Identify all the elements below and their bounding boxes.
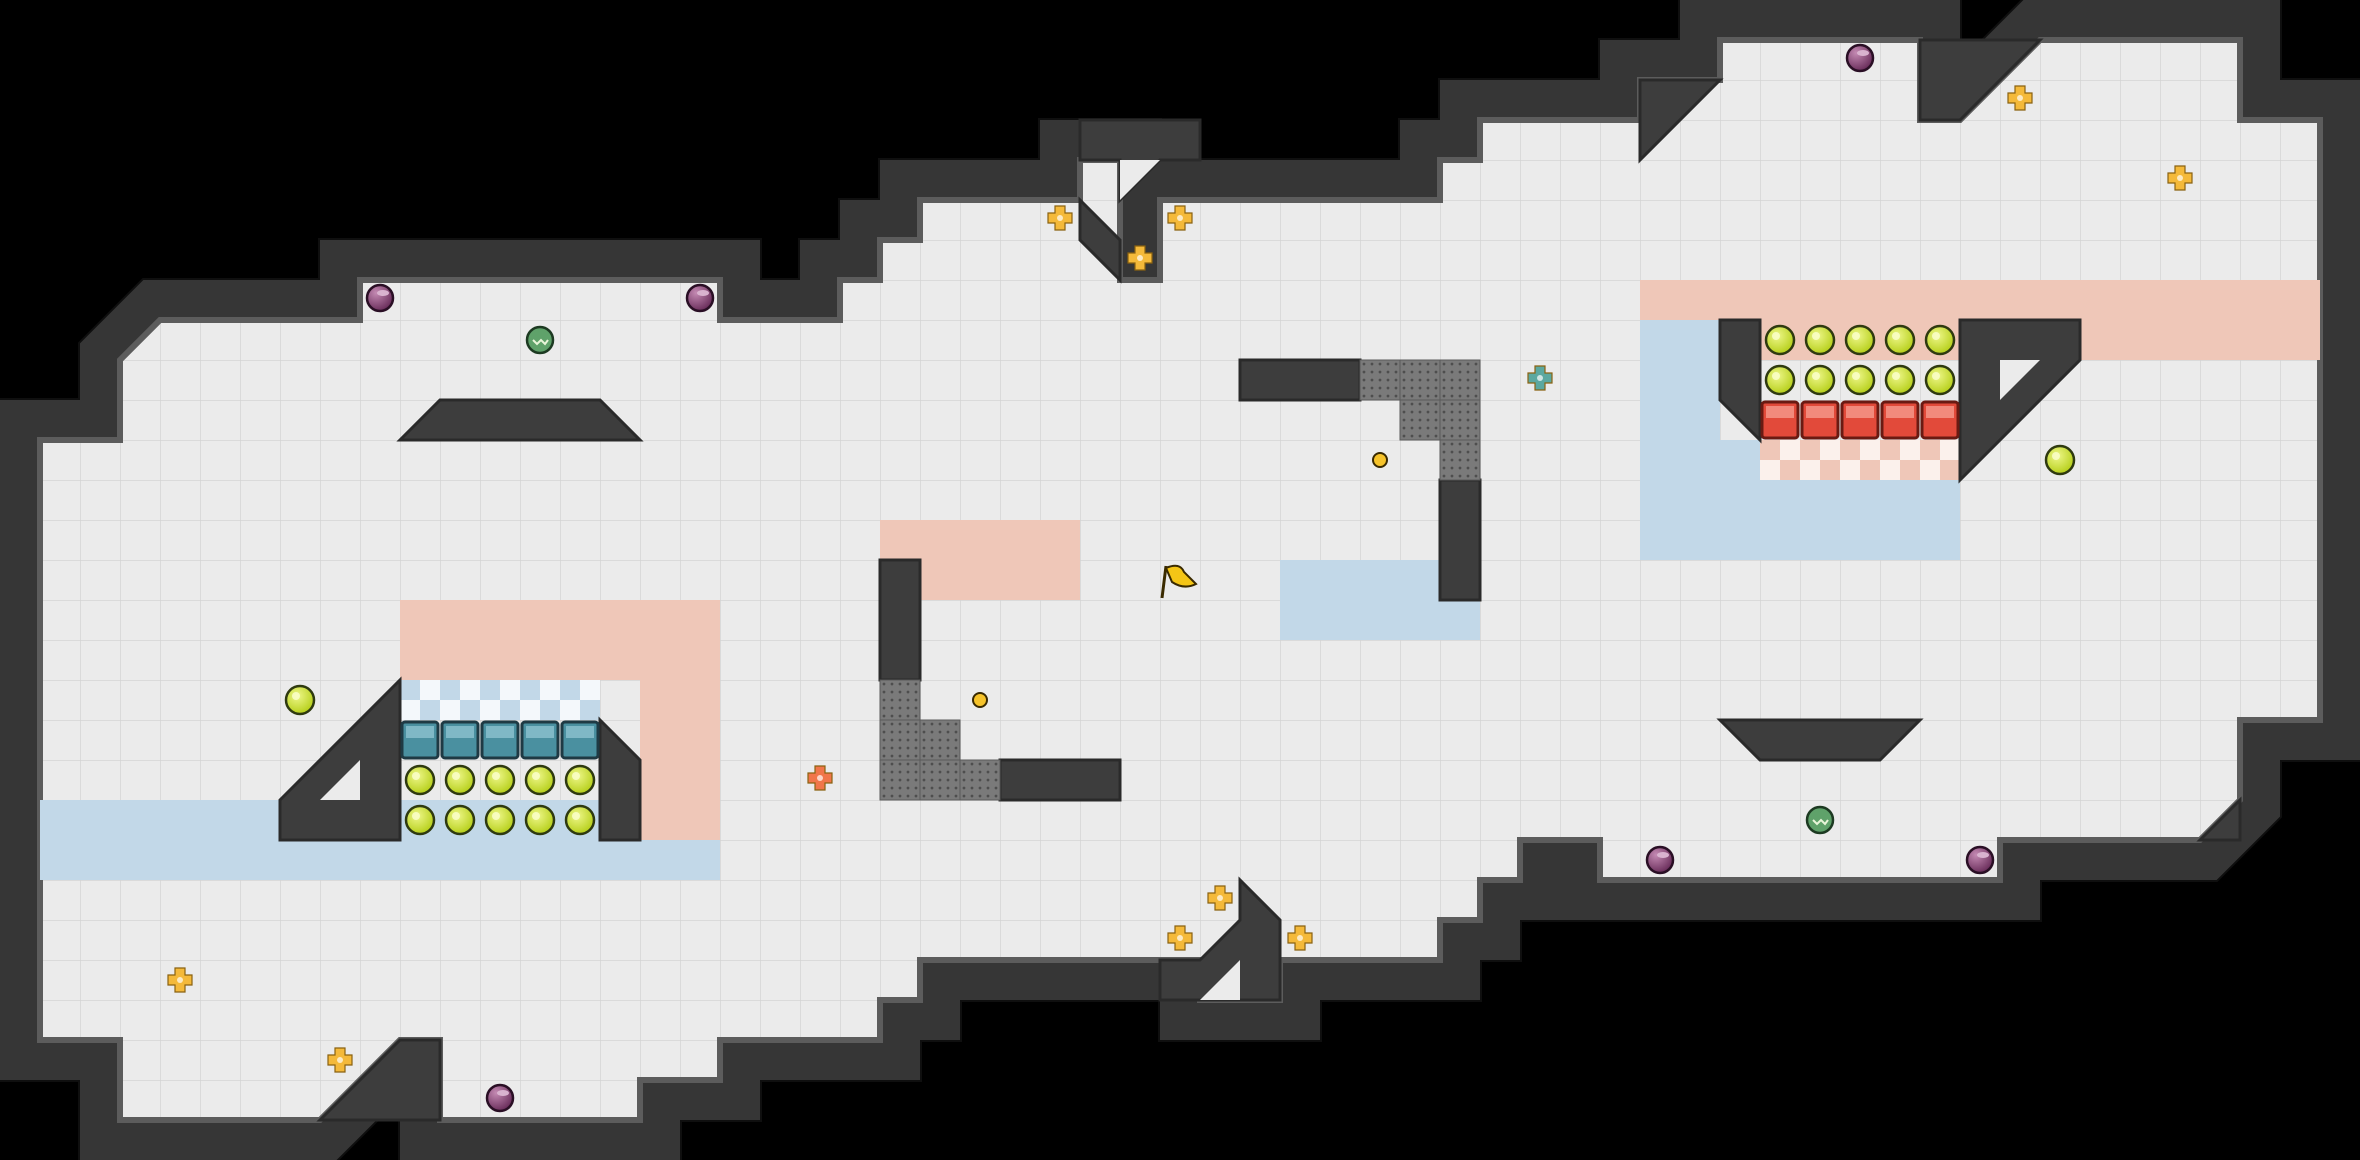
- green-orb-icon: [524, 764, 556, 796]
- green-orb-icon: [1924, 324, 1956, 356]
- corner-wall: [316, 1038, 442, 1122]
- orange-zone: [2080, 320, 2320, 360]
- triangle-wall: [1958, 318, 2082, 484]
- wall-bar: [1238, 358, 1362, 402]
- teal-block-icon: [560, 720, 600, 760]
- wall-bar: [998, 758, 1122, 802]
- triangle-hole: [2000, 360, 2040, 400]
- teal-block-icon: [480, 720, 520, 760]
- grate-block: [1399, 359, 1441, 401]
- yellow-sparkle-icon: [327, 1047, 353, 1073]
- green-orb-icon: [484, 764, 516, 796]
- ramp-wall: [396, 398, 644, 442]
- yellow-sparkle-icon: [1127, 245, 1153, 271]
- yellow-sparkle-icon: [2007, 85, 2033, 111]
- red-block-icon: [1800, 400, 1840, 440]
- green-orb-icon: [1804, 324, 1836, 356]
- green-orb-icon: [1924, 364, 1956, 396]
- red-block-icon: [1920, 400, 1960, 440]
- gold-coin-icon: [972, 692, 988, 708]
- green-orb-icon: [404, 764, 436, 796]
- yellow-sparkle-icon: [1167, 205, 1193, 231]
- spike-wall: [1078, 196, 1122, 284]
- grate-block: [959, 759, 1001, 801]
- purple-bomb-icon: [685, 283, 715, 313]
- green-orb-icon: [1884, 324, 1916, 356]
- grate-block: [1399, 399, 1441, 441]
- green-orb-icon: [1764, 364, 1796, 396]
- grate-block: [919, 719, 961, 761]
- notch: [1120, 160, 1160, 200]
- wall-bar: [1438, 478, 1482, 602]
- grate-block: [1439, 399, 1481, 441]
- green-orb-icon: [564, 764, 596, 796]
- triangle-wall: [1718, 318, 1762, 444]
- green-orb-icon: [444, 764, 476, 796]
- corner-wall: [2196, 796, 2242, 842]
- grate-block: [1439, 359, 1481, 401]
- purple-bomb-icon: [365, 283, 395, 313]
- green-orb-icon: [524, 804, 556, 836]
- purple-bomb-icon: [1645, 845, 1675, 875]
- red-block-icon: [1880, 400, 1920, 440]
- grate-block: [879, 759, 921, 801]
- yellow-sparkle-icon: [1047, 205, 1073, 231]
- yellow-sparkle-icon: [1287, 925, 1313, 951]
- green-orb-icon: [484, 804, 516, 836]
- corner-wall: [1638, 78, 1724, 164]
- purple-bomb-icon: [1845, 43, 1875, 73]
- teal-block-icon: [440, 720, 480, 760]
- grate-block: [1439, 439, 1481, 481]
- green-orb-icon: [1884, 364, 1916, 396]
- green-orb-icon: [1764, 324, 1796, 356]
- green-orb-icon: [2044, 444, 2076, 476]
- spike-wall: [1158, 876, 1282, 1002]
- green-orb-icon: [1844, 364, 1876, 396]
- ramp-wall: [1716, 718, 1924, 762]
- triangle-wall: [598, 716, 642, 842]
- green-orb-icon: [1844, 324, 1876, 356]
- green-orb-icon: [564, 804, 596, 836]
- teal-block-icon: [520, 720, 560, 760]
- grate-block: [879, 719, 921, 761]
- goal-flag-icon: [1160, 564, 1198, 599]
- grate-block: [879, 679, 921, 721]
- checker-zone: [1760, 440, 1960, 480]
- inner-walls: [278, 38, 2242, 1122]
- red-block-icon: [1760, 400, 1800, 440]
- green-shell-icon: [525, 325, 555, 355]
- triangle-hole: [320, 760, 360, 800]
- sparkle-icon: [807, 765, 833, 791]
- yellow-sparkle-icon: [1207, 885, 1233, 911]
- green-orb-icon: [404, 804, 436, 836]
- green-orb-icon: [284, 684, 316, 716]
- yellow-sparkle-icon: [2167, 165, 2193, 191]
- purple-bomb-icon: [1965, 845, 1995, 875]
- wall-bar: [878, 558, 922, 682]
- teal-block-icon: [400, 720, 440, 760]
- green-orb-icon: [1804, 364, 1836, 396]
- red-block-icon: [1840, 400, 1880, 440]
- orange-zone: [640, 680, 720, 840]
- orange-zone: [400, 600, 720, 680]
- purple-bomb-icon: [485, 1083, 515, 1113]
- green-orb-icon: [444, 804, 476, 836]
- grate-block: [1359, 359, 1401, 401]
- yellow-sparkle-icon: [167, 967, 193, 993]
- blue-zone: [1640, 320, 1720, 560]
- notch: [1200, 960, 1240, 1000]
- corner-wall: [1918, 38, 2044, 122]
- green-shell-icon: [1805, 805, 1835, 835]
- sparkle-icon: [1527, 365, 1553, 391]
- triangle-wall: [278, 676, 402, 842]
- grate-block: [919, 759, 961, 801]
- yellow-sparkle-icon: [1167, 925, 1193, 951]
- checker-zone: [400, 680, 600, 720]
- items: [167, 43, 2193, 1113]
- gold-coin-icon: [1372, 452, 1388, 468]
